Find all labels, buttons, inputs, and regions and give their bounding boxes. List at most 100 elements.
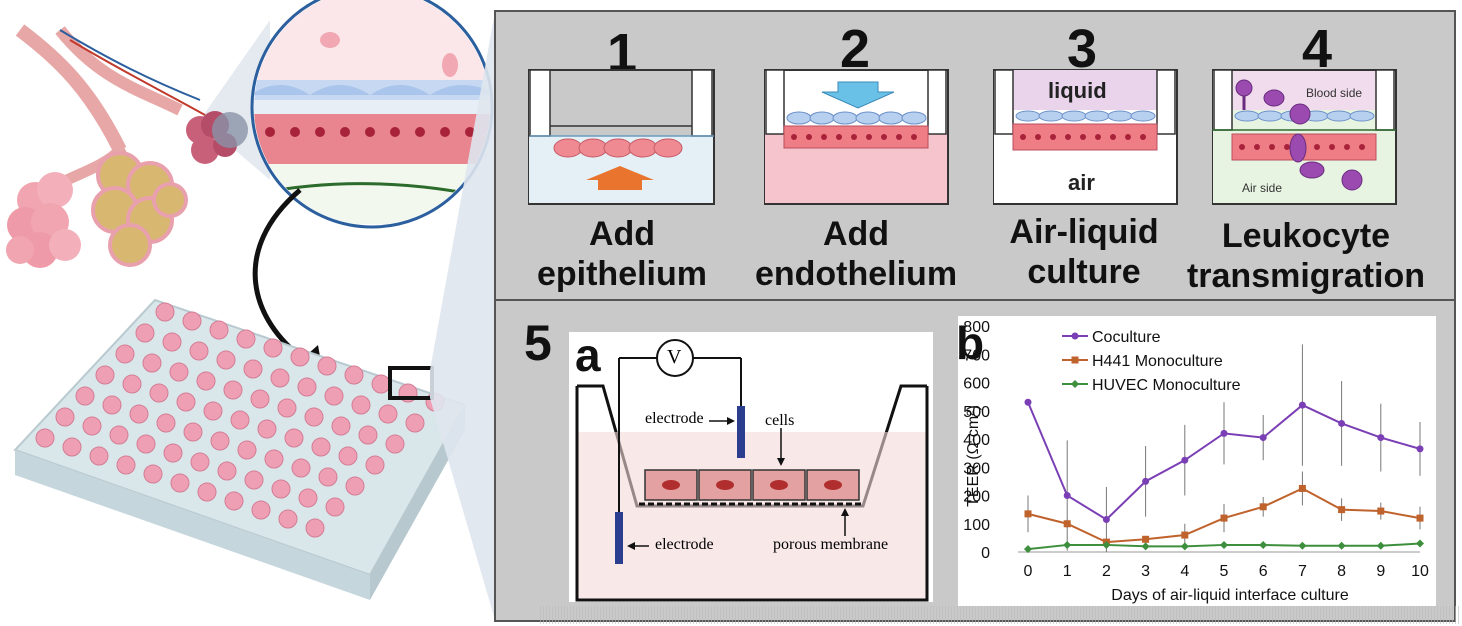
up-arrow-icon (586, 166, 654, 190)
bottom-electrode (615, 512, 623, 564)
step-3-number: 3 (1066, 19, 1098, 79)
sub-a-label: a (575, 329, 601, 381)
data-point (1024, 545, 1032, 554)
data-point (1102, 516, 1110, 524)
step-3-well (993, 69, 1178, 205)
down-arrow-icon (821, 81, 895, 109)
data-point (1259, 503, 1267, 511)
data-point (1102, 540, 1111, 549)
y-tick-label: 100 (963, 517, 990, 534)
x-tick-label: 10 (1411, 563, 1429, 580)
legend-marker (1071, 356, 1079, 364)
data-point (1220, 514, 1228, 522)
data-point (1063, 520, 1071, 528)
data-point (1377, 507, 1385, 515)
x-tick-label: 9 (1376, 563, 1385, 580)
panel-5-number: 5 (524, 315, 552, 371)
data-point (1377, 434, 1385, 442)
legend-marker (1071, 380, 1079, 388)
y-tick-label: 0 (981, 545, 990, 562)
lung-to-plate-illustration (6, 0, 494, 600)
step-1-caption: Add epithelium (530, 214, 714, 294)
air-label: air (1068, 170, 1095, 195)
data-point (1338, 419, 1346, 427)
zoom-cone-right (430, 12, 495, 620)
blood-side-label: Blood side (1306, 86, 1363, 100)
data-point (1376, 541, 1385, 550)
membrane-label: porous membrane (773, 536, 889, 553)
data-point (1298, 401, 1306, 409)
y-tick-label: 700 (963, 347, 990, 364)
x-tick-label: 1 (1063, 563, 1072, 580)
x-tick-label: 5 (1220, 563, 1229, 580)
data-point (1220, 540, 1228, 549)
data-point (1416, 539, 1424, 548)
data-point (1141, 542, 1150, 551)
top-electrode (737, 406, 745, 458)
alveoli-cluster-icon (6, 111, 248, 268)
legend-marker (1071, 332, 1079, 340)
electrode-top-label: electrode (645, 410, 704, 427)
step-2-number: 2 (839, 19, 871, 79)
data-point (1024, 398, 1032, 406)
step-3-caption-line1: Air-liquid (1009, 213, 1159, 251)
data-point (1063, 540, 1072, 549)
data-point (1063, 492, 1071, 499)
x-tick-label: 4 (1180, 563, 1189, 580)
leukocyte-icon (1235, 79, 1363, 191)
y-tick-label: 500 (963, 404, 990, 421)
air-side-label: Air side (1242, 181, 1283, 195)
step-2-caption: Add endothelium (745, 214, 967, 294)
x-tick-label: 8 (1337, 563, 1346, 580)
y-tick-label: 400 (963, 432, 990, 449)
data-point (1298, 541, 1307, 550)
data-point (1416, 514, 1424, 522)
step-4-well (1212, 69, 1397, 205)
y-axis-label: TEER (Ω·cm²) (965, 405, 982, 507)
step-3-caption-line2: culture (1027, 253, 1141, 291)
data-point (1338, 506, 1346, 514)
step-3-caption: Air-liquid culture (984, 212, 1184, 292)
teer-setup-diagram: V electrode cells electrode porous membr… (569, 332, 933, 602)
chart-points (1024, 398, 1424, 554)
curved-arrow-icon (252, 188, 307, 363)
y-tick-label: 300 (963, 460, 990, 477)
data-point (1180, 542, 1189, 551)
step-1-well (528, 69, 715, 205)
tissue-magnifier (250, 0, 494, 229)
teer-setup-svg (575, 339, 929, 602)
cells-label: cells (765, 412, 795, 429)
step-4-caption-line1: Leukocyte (1221, 217, 1391, 255)
data-point (1142, 477, 1150, 485)
step-4-caption-line2: transmigration (1186, 257, 1426, 295)
voltmeter-icon (656, 339, 694, 377)
data-point (1298, 484, 1306, 492)
data-point (1416, 445, 1424, 453)
y-tick-label: 800 (963, 319, 990, 336)
bottom-strip (540, 606, 1460, 624)
x-tick-label: 3 (1141, 563, 1150, 580)
x-axis-label: Days of air-liquid interface culture (1111, 587, 1349, 604)
step-1-caption-line2: epithelium (536, 255, 708, 293)
legend-label: HUVEC Monoculture (1092, 377, 1241, 394)
data-point (1181, 456, 1189, 464)
data-point (1337, 541, 1346, 550)
x-tick-label: 7 (1298, 563, 1307, 580)
x-tick-label: 2 (1102, 563, 1111, 580)
data-point (1181, 531, 1189, 539)
panel-divider (494, 299, 1456, 301)
y-tick-label: 200 (963, 489, 990, 506)
data-point (1142, 535, 1150, 543)
x-tick-label: 6 (1259, 563, 1268, 580)
data-point (1259, 540, 1268, 549)
data-point (1259, 434, 1267, 442)
x-tick-label: 0 (1024, 563, 1033, 580)
electrode-bottom-label: electrode (655, 536, 714, 553)
zoom-cone (200, 20, 270, 180)
step-2-well (764, 69, 949, 205)
step-4-number: 4 (1301, 19, 1333, 79)
data-point (1024, 510, 1032, 518)
